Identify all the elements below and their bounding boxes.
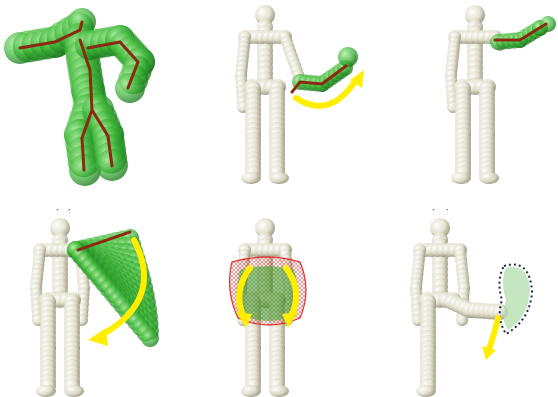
left-foot [241,172,261,184]
panel-f-leg-stroke [410,218,532,397]
tick-mark-right-d: ´ [68,208,71,218]
panel-a-green-skeleton [4,8,155,186]
left-foot [241,385,261,397]
light-green-stroke [503,267,530,330]
yellow-sweep-arrow-head [88,328,108,346]
right-foot [269,385,289,397]
yellow-leg-arrow [488,318,498,352]
left-foot [416,385,436,397]
tick-mark-left-f: ` [432,208,435,218]
green-hand-sphere [338,47,358,67]
right-foot [269,172,289,184]
tick-mark-left-d: ` [56,208,59,218]
green-raised-arm-sphere [540,16,556,32]
panel-e-torso-mesh [230,218,306,397]
panel-d-swept-volume [30,218,159,397]
yellow-leg-arrow-head [482,346,496,360]
panel-c-arm-raised [445,5,556,184]
panel-b-arm-swing [235,5,364,184]
right-foot [479,172,499,184]
green-right-arm-sphere [115,73,145,103]
right-foot [64,385,84,397]
left-foot [36,385,56,397]
left-foot [451,172,471,184]
bone-neck [80,22,82,30]
tick-mark-right-f: ´ [446,208,449,218]
green-sweep-sphere [141,329,159,347]
